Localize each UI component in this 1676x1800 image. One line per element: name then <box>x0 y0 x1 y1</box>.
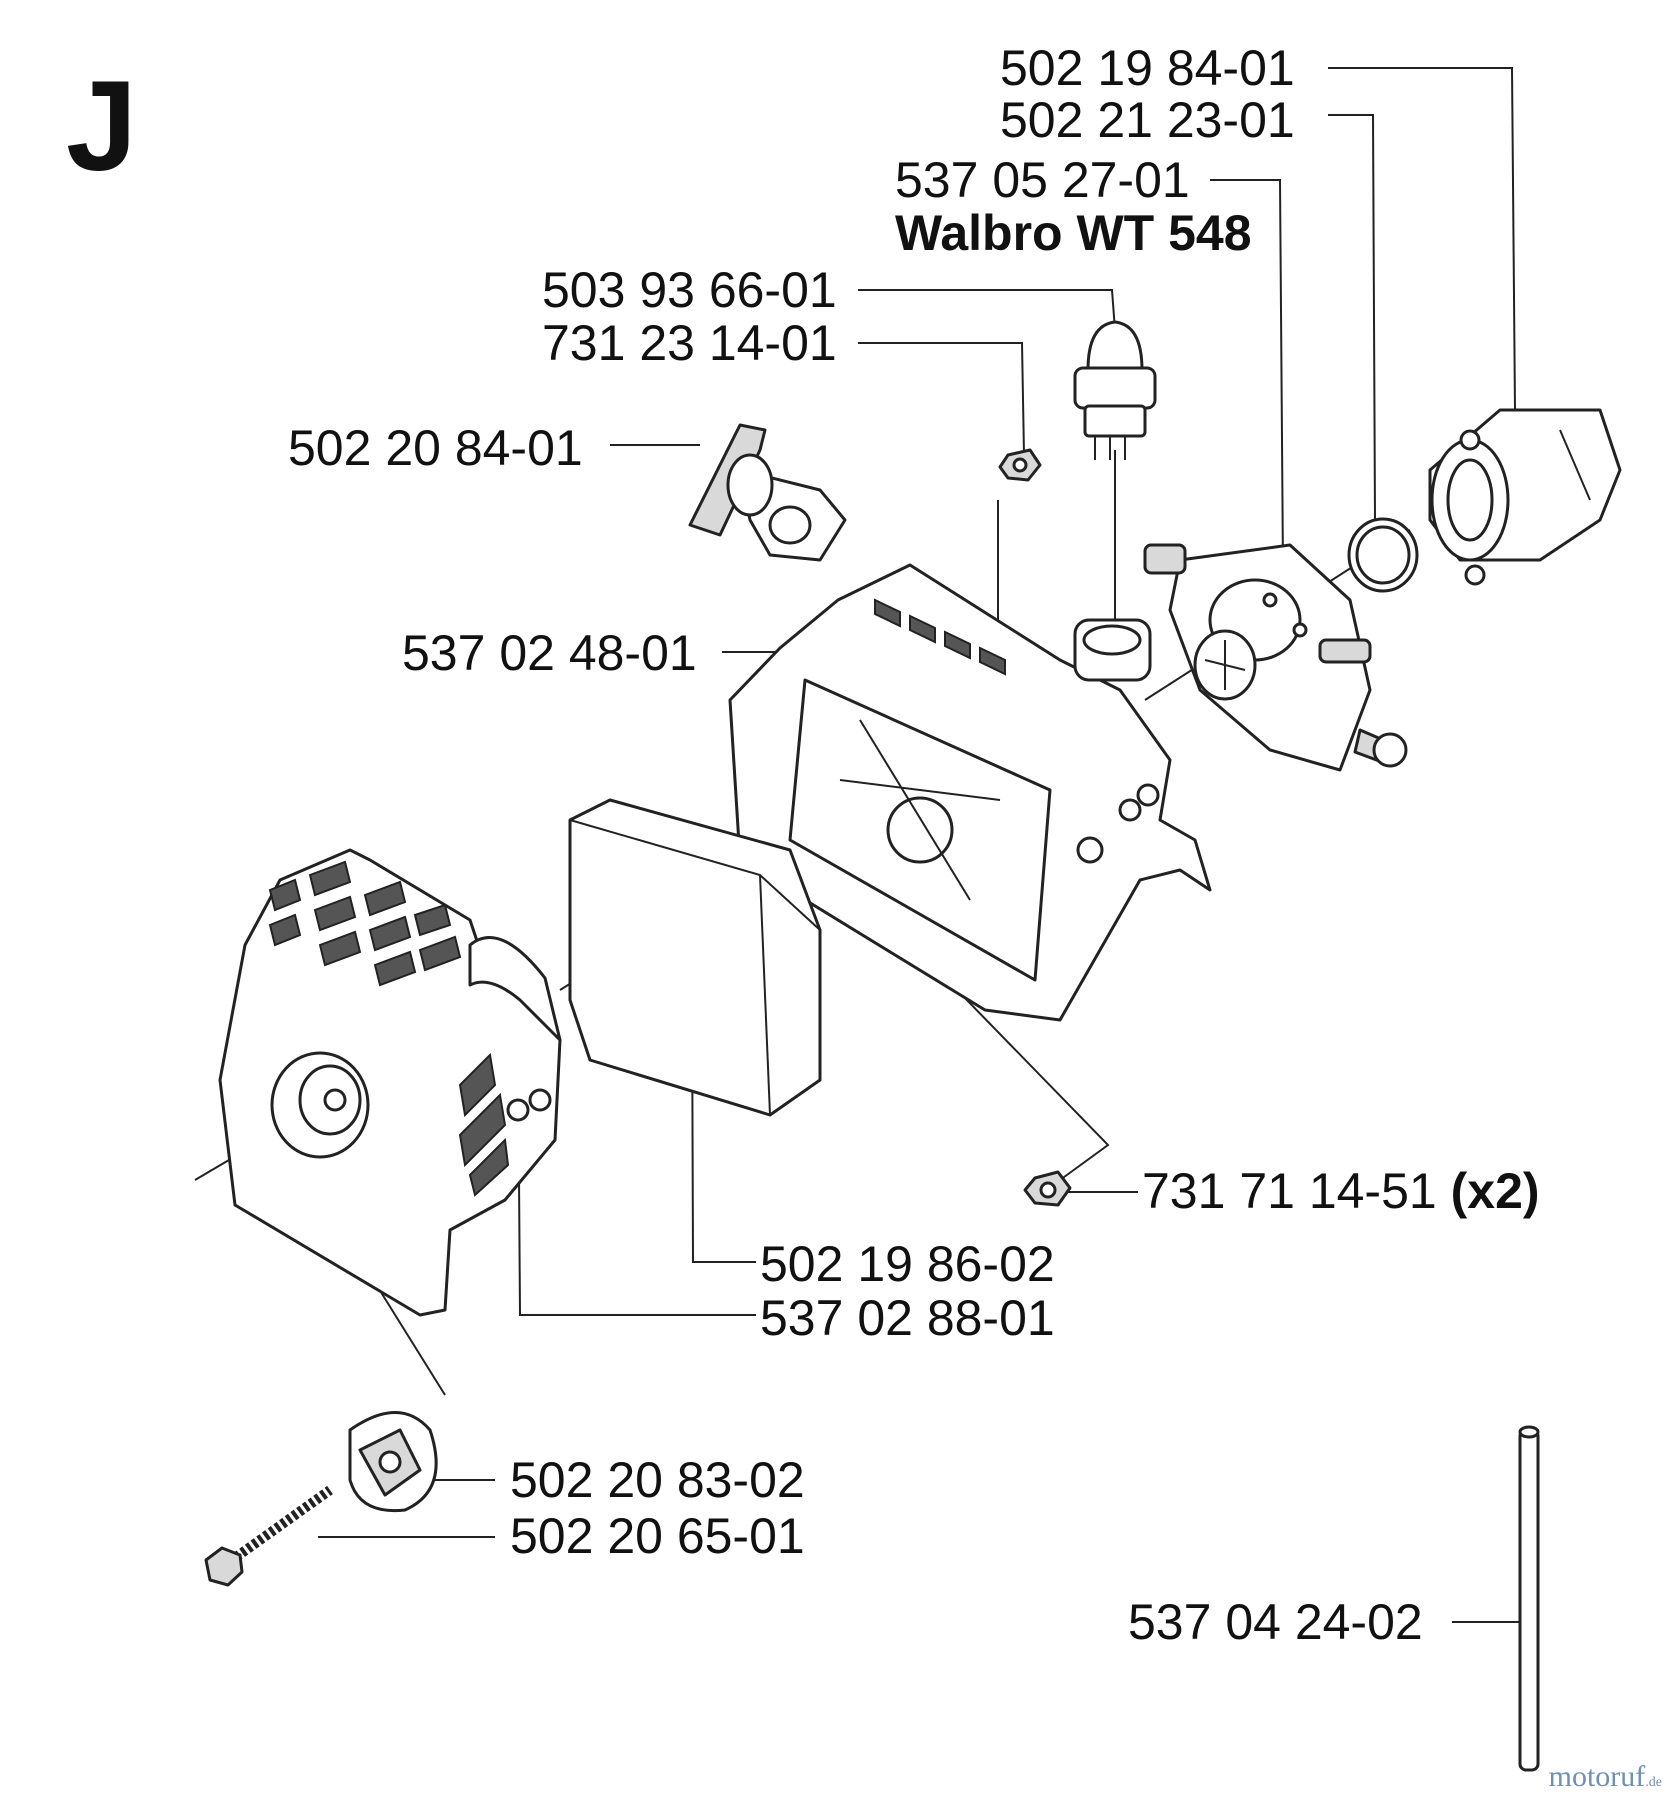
watermark-logo: motoruf.de <box>1549 1760 1662 1794</box>
knob-drawing <box>348 1411 438 1513</box>
nut-top-drawing <box>998 448 1042 482</box>
gasket-ring-drawing <box>1347 517 1419 593</box>
carburettor-drawing <box>1143 543 1408 772</box>
part-label-p11: 502 20 83-02 <box>510 1452 805 1508</box>
part-label-p10: 537 02 88-01 <box>760 1290 1055 1346</box>
section-letter: J <box>66 55 138 198</box>
part-label-p12: 502 20 65-01 <box>510 1508 805 1564</box>
part-label-p9: 502 19 86-02 <box>760 1236 1055 1292</box>
watermark-brand: motoruf <box>1548 1760 1646 1793</box>
part-label-p6: 502 20 84-01 <box>288 420 583 476</box>
part-label-p13: 537 04 24-02 <box>1128 1594 1423 1650</box>
leader-p5 <box>858 342 1025 456</box>
part-label-p4: 503 93 66-01 <box>542 262 837 318</box>
part-qty-p8: (x2) <box>1450 1163 1540 1219</box>
air-filter-drawing <box>568 798 822 1117</box>
front-cover-drawing <box>218 848 562 1317</box>
part-label-p3: 537 05 27-01 <box>895 152 1190 208</box>
part-number-p8: 731 71 14-51 <box>1142 1163 1437 1219</box>
nut-bottom-drawing <box>1023 1170 1072 1207</box>
filter-housing-drawing <box>728 563 1212 1022</box>
part-label-p1: 502 19 84-01 <box>1000 40 1295 96</box>
intake-boot-drawing <box>1428 408 1622 586</box>
bolt-drawing <box>204 1485 333 1587</box>
part-label-p2: 502 21 23-01 <box>1000 92 1295 148</box>
part-label-p8: 731 71 14-51 (x2) <box>1142 1163 1540 1219</box>
part-sublabel-p3: Walbro WT 548 <box>895 205 1252 261</box>
leader-p2 <box>1328 114 1393 541</box>
leader-p4 <box>858 289 1116 331</box>
primer-bulb-drawing <box>1073 320 1157 460</box>
part-label-p7: 537 02 48-01 <box>402 625 697 681</box>
leader-p1 <box>1328 67 1531 441</box>
watermark-tld: .de <box>1645 1775 1662 1790</box>
part-label-p5: 731 23 14-01 <box>542 315 837 371</box>
fuel-hose-drawing <box>1518 1425 1540 1772</box>
choke-lever-drawing <box>688 423 847 562</box>
